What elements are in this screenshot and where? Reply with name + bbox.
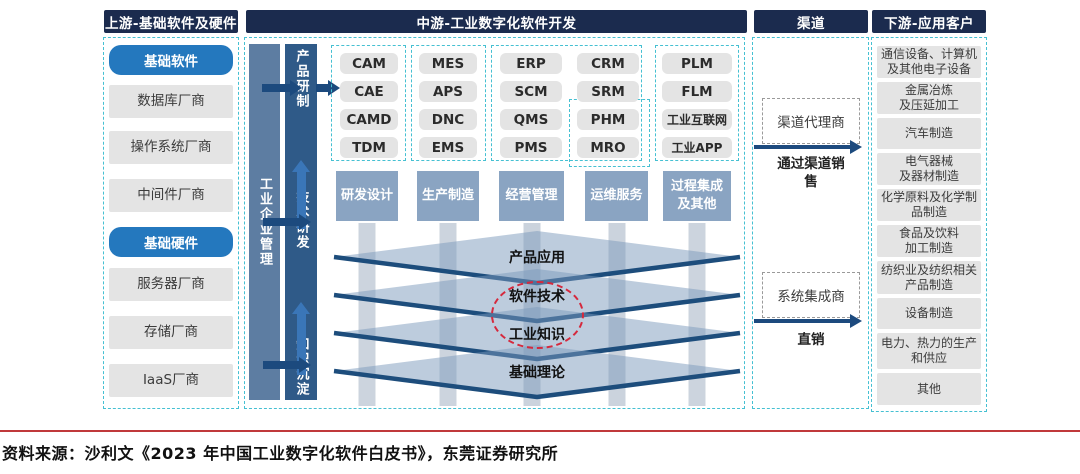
client-box: 通信设备、计算机 及其他电子设备	[877, 46, 981, 78]
software-box: PHM	[577, 109, 639, 130]
client-box: 设备制造	[877, 298, 981, 329]
layer-label-basic-theory: 基础理论	[509, 365, 565, 381]
software-box: PMS	[500, 137, 562, 158]
flow-arrow-icon	[263, 357, 311, 373]
layer-label-product-application: 产品应用	[509, 250, 565, 266]
channel-arrow-icon	[754, 314, 862, 328]
downstream-header: 下游-应用客户	[872, 10, 986, 33]
software-box: DNC	[419, 109, 477, 130]
group-frame-rd	[331, 45, 406, 161]
upstream-category-basic-software: 基础软件	[109, 45, 233, 75]
channel-header: 渠道	[754, 10, 868, 33]
flow-arrow-icon	[263, 214, 311, 230]
channel-border	[752, 37, 869, 409]
client-box: 金属冶炼 及压延加工	[877, 82, 981, 114]
upstream-vendor-storage: 存储厂商	[109, 316, 233, 349]
client-box: 电力、热力的生产 和供应	[877, 333, 981, 369]
software-box: 工业互联网	[662, 109, 732, 130]
upstream-vendor-os: 操作系统厂商	[109, 131, 233, 164]
up-arrow-icon	[291, 302, 310, 375]
software-box: FLM	[662, 81, 732, 102]
client-box: 电气器械 及器材制造	[877, 153, 981, 185]
software-box: ERP	[500, 53, 562, 74]
software-box: SCM	[500, 81, 562, 102]
process-product-development-label: 产品研制	[293, 49, 309, 109]
client-box: 纺织业及纺织相关 产品制造	[877, 261, 981, 294]
software-box: QMS	[500, 109, 562, 130]
upstream-category-basic-hardware: 基础硬件	[109, 227, 233, 257]
software-box: PLM	[662, 53, 732, 74]
group-frame-production	[411, 45, 486, 161]
column-header-integration: 过程集成 及其他	[663, 171, 731, 221]
software-box: CAMD	[340, 109, 398, 130]
software-box: CAM	[340, 53, 398, 74]
group-frame-management-ops	[491, 45, 642, 161]
upstream-border	[103, 37, 239, 409]
divider-line	[0, 430, 1080, 432]
channel-arrow-icon	[754, 140, 862, 154]
software-box: TDM	[340, 137, 398, 158]
upstream-vendor-database: 数据库厂商	[109, 85, 233, 118]
channel-mode-direct: 直销	[797, 332, 825, 348]
flow-arrow-icon	[262, 80, 302, 96]
column-header-rd-design: 研发设计	[336, 171, 398, 221]
software-box: APS	[419, 81, 477, 102]
software-box: MES	[419, 53, 477, 74]
column-header-ops-service: 运维服务	[585, 171, 648, 221]
software-box: EMS	[419, 137, 477, 158]
software-box: CAE	[340, 81, 398, 102]
channel-mode-via-agents: 通过渠道销 售	[777, 156, 845, 191]
group-frame-integration	[655, 45, 739, 161]
upstream-header: 上游-基础软件及硬件	[104, 10, 238, 33]
software-box: CRM	[577, 53, 639, 74]
column-header-management: 经营管理	[499, 171, 564, 221]
upstream-vendor-server: 服务器厂商	[109, 268, 233, 301]
core-highlight-ellipse	[491, 281, 584, 349]
upstream-vendor-middleware: 中间件厂商	[109, 179, 233, 212]
software-box: 工业APP	[662, 137, 732, 158]
column-header-production: 生产制造	[417, 171, 479, 221]
flow-arrow-icon	[316, 80, 340, 96]
downstream-border	[871, 37, 987, 412]
client-box: 汽车制造	[877, 118, 981, 149]
midstream-border	[244, 37, 745, 409]
client-box: 化学原料及化学制 品制造	[877, 189, 981, 221]
software-box: SRM	[577, 81, 639, 102]
system-integrator-box: 系统集成商	[762, 272, 860, 318]
source-note: 资料来源：沙利文《2023 年中国工业数字化软件白皮书》，东莞证券研究所	[2, 444, 559, 463]
midstream-header: 中游-工业数字化软件开发	[246, 10, 747, 33]
client-box: 其他	[877, 373, 981, 405]
upstream-vendor-iaas: IaaS厂商	[109, 364, 233, 397]
up-arrow-icon	[291, 160, 310, 229]
client-box: 食品及饮料 加工制造	[877, 225, 981, 257]
software-box: MRO	[577, 137, 639, 158]
channel-agent-box: 渠道代理商	[762, 98, 860, 144]
